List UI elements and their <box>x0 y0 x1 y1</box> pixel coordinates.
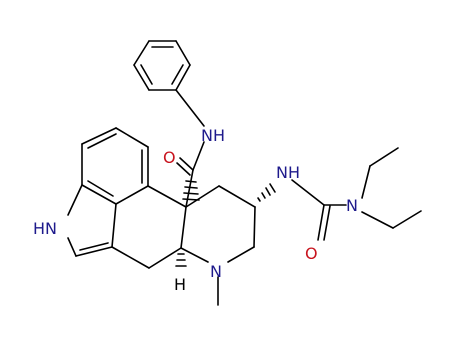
atom-o-amide: O <box>163 148 176 167</box>
atom-nh-indole: HN <box>33 219 57 238</box>
bond-ch-c3 <box>75 246 113 257</box>
bond-carbonyl-o-1 <box>179 157 194 171</box>
atom-h-stereo: H <box>174 275 186 294</box>
atom-n-ring: N <box>210 262 222 281</box>
bond-n-ethyl1-a <box>361 165 371 199</box>
bond-c3-ch2 <box>111 246 150 269</box>
bond-c-nh-indole <box>67 184 83 216</box>
atom-nh-urea: NH <box>276 163 300 182</box>
bond-c9-c8 <box>218 185 256 208</box>
bond-n-ethyl2-a <box>361 211 394 229</box>
bond-n-ethyl2-b <box>392 210 422 229</box>
bond-ureac-o <box>317 204 325 241</box>
bond-nh-carbonyl <box>192 141 205 171</box>
hashed-bond-urea <box>257 183 276 202</box>
bond-n6-c5 <box>180 247 209 263</box>
benzene-ring <box>81 127 149 205</box>
bond-c10-c11 <box>147 185 187 208</box>
phenyl-ring <box>133 40 191 91</box>
bond-phenyl-nh <box>175 89 205 127</box>
bond-ureac-o-double <box>323 205 331 241</box>
bond-c7-n6 <box>227 246 255 263</box>
bond-ch-c3-double <box>79 242 109 251</box>
bond-ch2-c5 <box>148 247 182 269</box>
bond-c8-c7 <box>253 206 256 248</box>
bond-c3-c3a <box>111 203 117 248</box>
atom-nh-amide: NH <box>201 126 225 145</box>
bond-nh-ureac <box>291 179 325 206</box>
atom-o-urea: O <box>305 244 318 263</box>
hashed-bond-h <box>175 253 187 267</box>
bond-n-ethyl1-b <box>369 147 399 167</box>
bond-nh-ch <box>67 237 77 257</box>
atom-n-diethyl: N <box>346 196 358 215</box>
bond-c5-c10 <box>180 206 187 249</box>
bond-carbonyl-o-2 <box>176 162 191 176</box>
bond-c10-c9 <box>185 185 220 208</box>
bond-carbonyl-c <box>185 169 194 208</box>
